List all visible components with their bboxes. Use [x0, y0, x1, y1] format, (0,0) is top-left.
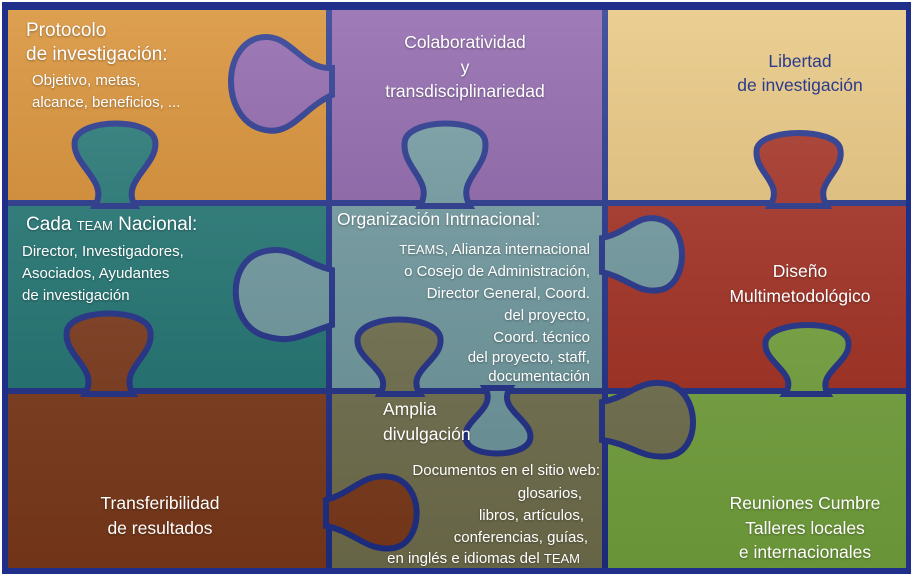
reuniones-line1: Reuniones Cumbre	[729, 493, 881, 513]
piece-transferibilidad	[8, 394, 326, 568]
organizacion-line6: del proyecto, staff,	[467, 349, 590, 366]
diseno-line2: Multimetodológico	[729, 286, 871, 306]
divulgacion-line5: en inglés e idiomas del TEAM	[330, 550, 580, 568]
organizacion-line4: del proyecto,	[504, 307, 590, 324]
team-nacional-body-line2: Asociados, Ayudantes	[22, 265, 170, 282]
divulgacion-title-line2: divulgación	[383, 424, 471, 444]
organizacion-line1-rest: , Alianza internacional	[444, 241, 590, 258]
libertad-line1: Libertad	[768, 51, 832, 71]
knob-slate-left	[232, 247, 335, 343]
team-nacional-title-suffix: Nacional:	[118, 214, 198, 235]
team-nacional-body-line3: de investigación	[22, 287, 130, 304]
divulgacion-line1: Documentos en el sitio web:	[412, 462, 600, 479]
transferibilidad-line2: de resultados	[107, 518, 213, 538]
organizacion-line5: Coord. técnico	[493, 329, 590, 346]
divulgacion-line4: conferencias, guías,	[453, 529, 588, 546]
protocolo-title-line1: Protocolo	[26, 20, 107, 41]
organizacion-line7: documentación	[488, 368, 590, 385]
colaboratividad-line3: transdisciplinariedad	[385, 81, 545, 101]
organizacion-line1-caps: TEAMS	[399, 242, 445, 257]
reuniones-line3: e internacionales	[738, 542, 872, 562]
organizacion-line1: TEAMS, Alianza internacional	[340, 241, 590, 259]
libertad-line2: de investigación	[737, 75, 863, 95]
divulgacion-line3: libros, artículos,	[478, 507, 584, 524]
protocolo-body-line2: alcance, beneficios, ...	[32, 94, 181, 111]
organizacion-line2: o Cosejo de Administración,	[404, 263, 590, 280]
protocolo-body-line1: Objetivo, metas,	[32, 72, 141, 89]
divulgacion-title-line1: Amplia	[383, 399, 437, 419]
team-nacional-title-prefix: Cada	[26, 214, 72, 235]
divulgacion-line2: glosarios,	[517, 485, 582, 502]
piece-libertad	[608, 10, 906, 200]
colaboratividad-line1: Colaboratividad	[404, 32, 526, 52]
team-nacional-body-line1: Director, Investigadores,	[22, 243, 184, 260]
divulgacion-line5-prefix: en inglés e idiomas del	[387, 550, 540, 567]
reuniones-line2: Talleres locales	[745, 518, 865, 538]
protocolo-title-line2: de investigación:	[26, 44, 168, 65]
organizacion-title: Organización Intrnacional:	[337, 209, 541, 229]
team-nacional-title: Cada TEAM Nacional:	[26, 214, 197, 235]
colaboratividad-line2: y	[460, 57, 470, 77]
team-nacional-title-caps: TEAM	[76, 218, 113, 233]
organizacion-line3: Director General, Coord.	[426, 285, 590, 302]
transferibilidad-line1: Transferibilidad	[100, 493, 220, 513]
divulgacion-line5-caps: TEAM	[543, 551, 580, 566]
diseno-line1: Diseño	[772, 261, 828, 281]
